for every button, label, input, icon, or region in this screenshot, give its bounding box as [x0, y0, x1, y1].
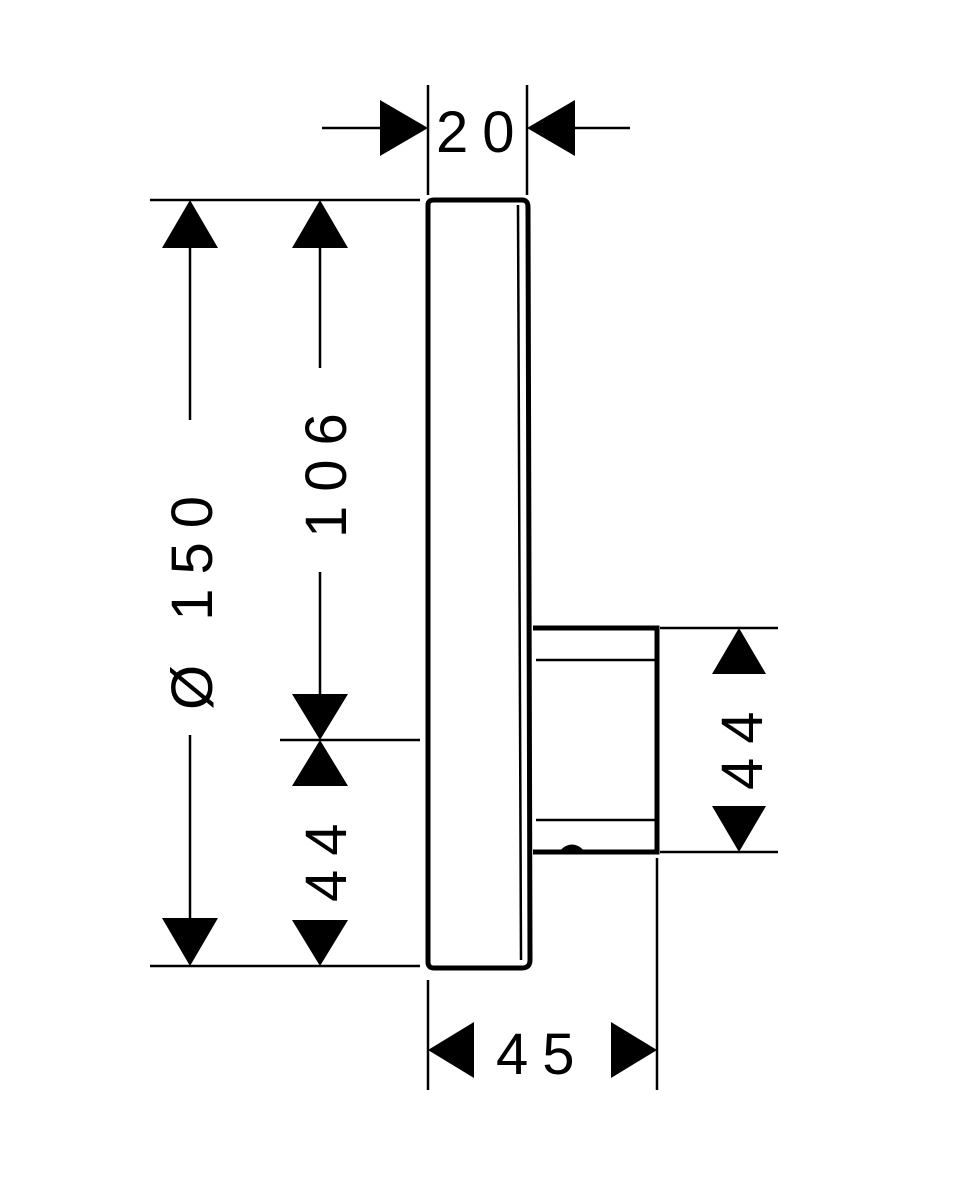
dimension-diameter-150: Ø 150 — [160, 200, 225, 966]
dimension-106: 106 — [292, 200, 359, 740]
dimension-top-20: 20 — [322, 100, 630, 165]
dimension-lower-left-44: 44 — [292, 740, 359, 966]
extension-lines — [150, 85, 778, 1090]
dimension-right-44: 44 — [710, 628, 775, 852]
dim-label-20: 20 — [436, 100, 529, 165]
dim-label-right-44: 44 — [710, 697, 775, 790]
dim-label-45: 45 — [496, 1022, 589, 1087]
spindle-body — [533, 625, 660, 855]
part-outline — [425, 197, 660, 971]
dim-label-diameter-150: Ø 150 — [160, 482, 225, 710]
cover-plate — [425, 197, 533, 971]
plate-inner-edge — [516, 204, 523, 961]
dimension-bottom-45: 45 — [428, 1022, 657, 1087]
dim-label-lower-left-44: 44 — [294, 809, 359, 902]
dim-label-106: 106 — [294, 399, 359, 538]
spindle-notch — [560, 844, 584, 854]
